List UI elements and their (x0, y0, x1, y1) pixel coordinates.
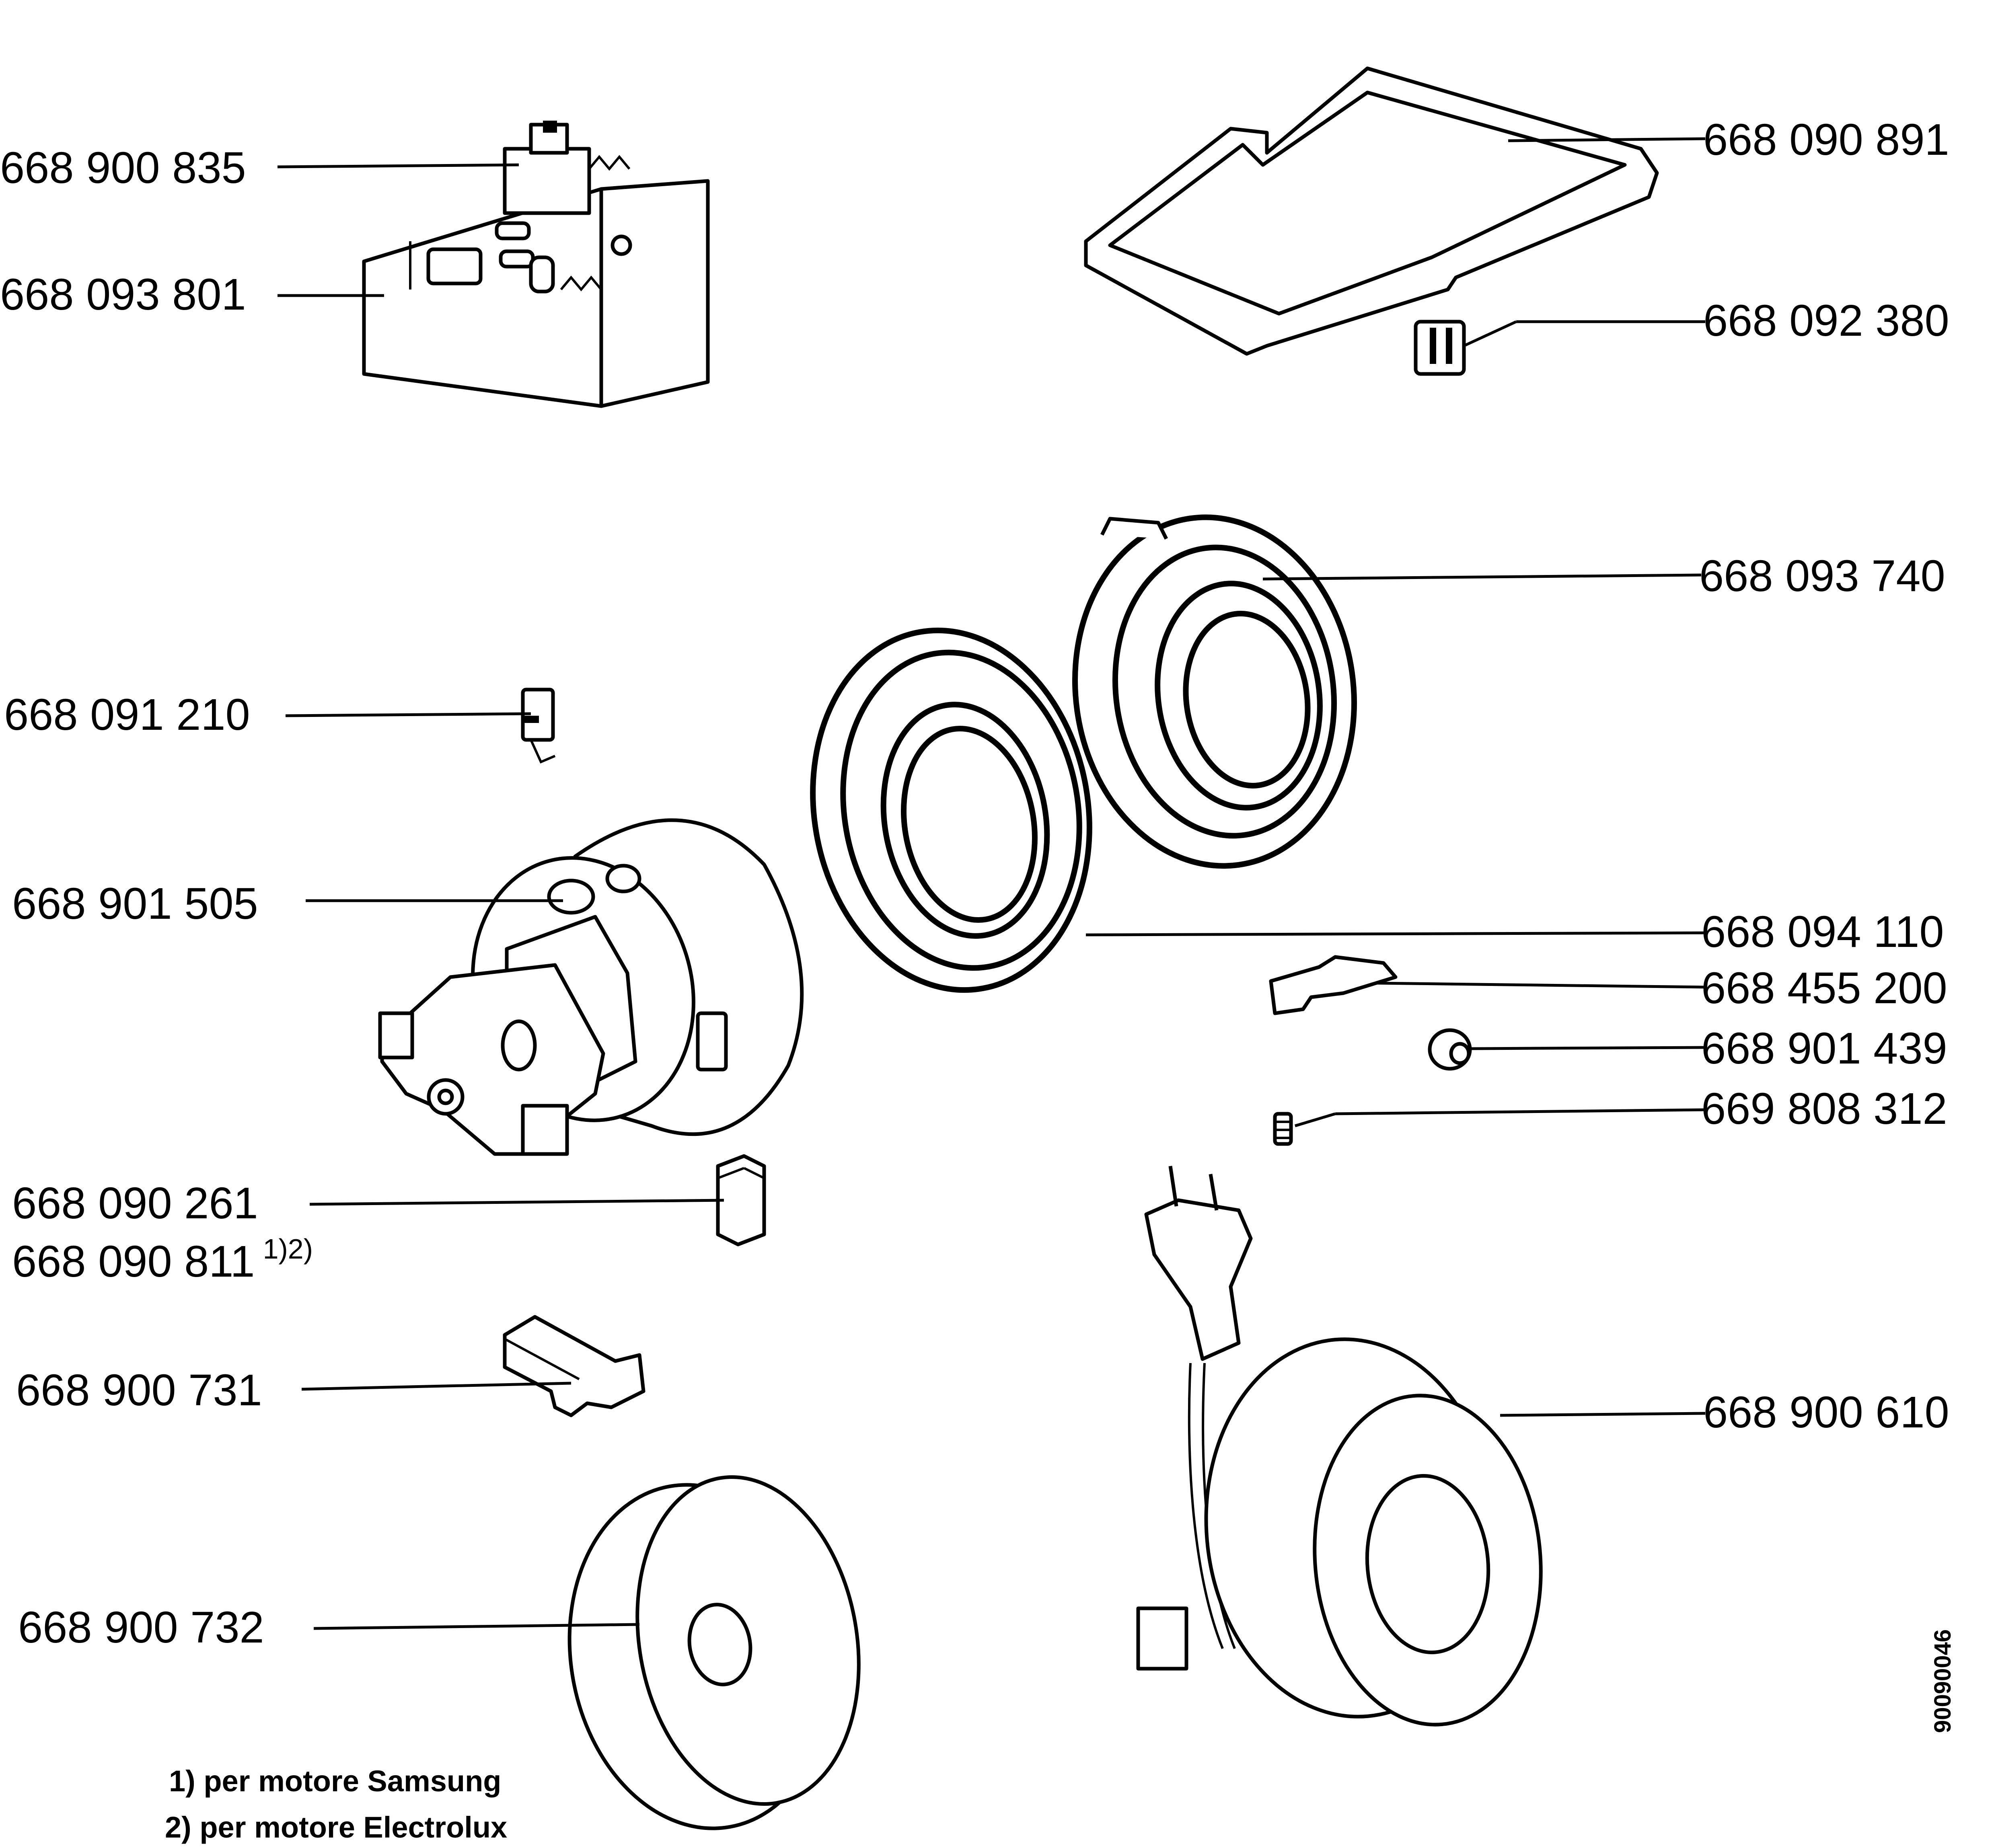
cable-reel-drawing (1136, 1166, 1543, 1727)
circuit-board-drawing (362, 121, 710, 408)
small-switch-drawing (521, 688, 556, 764)
screw-drawing (1273, 1112, 1293, 1146)
knob-drawing (1428, 1028, 1472, 1071)
filter-frame-drawing (1084, 66, 1659, 356)
part-number-668090891: 668 090 891 (1703, 115, 1949, 164)
part-number-668901505: 668 901 505 (12, 879, 258, 928)
part-number-668455200: 668 455 200 (1701, 963, 1947, 1013)
leader-lines (277, 137, 1706, 1630)
gasket-ring-drawing (810, 627, 1092, 993)
carbon-brush-drawing (716, 1154, 766, 1246)
part-number-668090811-superscript: 1)2) (263, 1233, 313, 1265)
part-number-669808312: 669 808 312 (1701, 1084, 1947, 1133)
part-number-668901439: 668 901 439 (1701, 1024, 1947, 1073)
footnote-samsung: 1) per motore Samsung (169, 1764, 502, 1798)
part-number-668092380: 668 092 380 (1703, 296, 1949, 345)
part-number-668090811-main: 668 090 811 (12, 1237, 255, 1286)
lever-drawing (1269, 955, 1398, 1015)
filter-disc-drawing (567, 1475, 861, 1830)
part-number-668091210: 668 091 210 (4, 690, 250, 739)
part-number-668090261: 668 090 261 (12, 1179, 258, 1228)
clip-drawing (1414, 320, 1466, 376)
footnote-electrolux: 2) per motore Electrolux (165, 1811, 507, 1844)
part-number-668093801: 668 093 801 (0, 270, 246, 319)
brush-holder-drawing (503, 1315, 645, 1417)
part-number-668900610: 668 900 610 (1703, 1388, 1949, 1437)
part-number-668094110: 668 094 110 (1701, 907, 1944, 957)
part-number-668093740: 668 093 740 (1699, 551, 1945, 601)
motor-cover-drawing (1072, 514, 1357, 869)
part-number-668900732: 668 900 732 (18, 1603, 264, 1652)
document-number: 90090046 (1930, 1629, 1956, 1733)
part-number-668900731: 668 900 731 (16, 1365, 262, 1415)
part-number-668900835: 668 900 835 (0, 143, 246, 193)
motor-drawing (378, 818, 804, 1156)
